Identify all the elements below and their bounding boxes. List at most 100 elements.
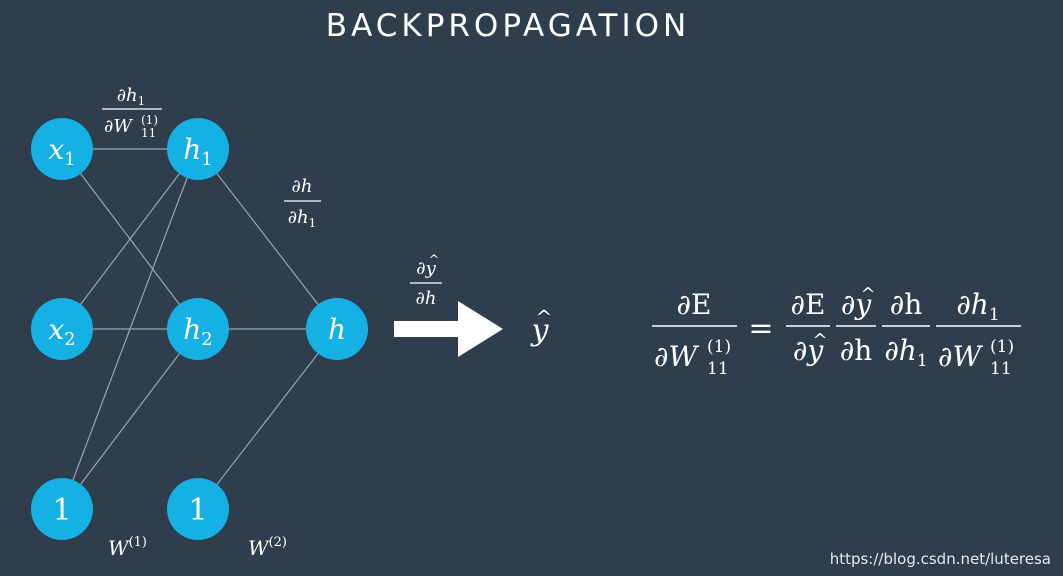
node-h2-base: h	[183, 313, 201, 346]
eq-t4-num-partial: ∂	[956, 288, 970, 321]
deriv1-num-var: h	[126, 85, 138, 106]
eq-t1-num: ∂E	[791, 288, 826, 321]
layer-label-w2-base: W	[248, 536, 270, 560]
svg-text:x2: x2	[48, 313, 75, 350]
svg-text:∂y: ∂y	[841, 288, 872, 321]
eq-lhs-den-sup: (1)	[707, 337, 731, 357]
eq-t2-den: ∂h	[840, 334, 873, 367]
deriv3-num-partial: ∂	[416, 258, 425, 279]
eq-t3-den-var: h	[899, 334, 917, 367]
eq-t4-den-sub: 11	[990, 359, 1012, 379]
edge-derivative-h1-h: ∂h ∂h1	[284, 176, 321, 230]
eq-t1-den-hat: ^	[812, 330, 827, 351]
edge-bias1-h1	[61, 148, 199, 510]
deriv1-num-partial: ∂	[117, 85, 126, 106]
node-x2-sub: 2	[64, 329, 75, 350]
edge-derivative-h-y: ∂y ^ ∂h	[410, 253, 442, 309]
node-h: h	[306, 298, 368, 360]
eq-t1-den-partial: ∂	[793, 334, 807, 367]
eq-lhs-den-partial: ∂	[654, 340, 668, 373]
eq-t2-num-var: y	[853, 288, 872, 321]
deriv1-den-sub: 11	[141, 126, 156, 140]
node-bias2-label: 1	[188, 493, 207, 528]
layer-label-w1: W(1)	[108, 535, 147, 560]
eq-t2-num-partial: ∂	[841, 288, 855, 321]
deriv3-num-var: y	[425, 258, 437, 279]
deriv3-den-partial: ∂	[416, 288, 425, 309]
deriv2-num-var: h	[301, 176, 313, 197]
output-y-hat: y ^	[530, 305, 553, 348]
edge-bias2-h	[197, 328, 338, 510]
equation-lhs: ∂E ∂W (1) 11	[652, 288, 737, 379]
edge-x2-h1	[61, 148, 199, 330]
deriv1-den-sup: (1)	[141, 113, 158, 127]
node-h1-base: h	[183, 133, 201, 166]
eq-t4-den-var: W	[952, 340, 983, 373]
chain-rule-equation: ∂E ∂W (1) 11 = ∂E ∂y ^ ∂y ^ ∂h ∂h ∂h1	[652, 284, 1021, 379]
node-h-label: h	[328, 313, 346, 346]
eq-lhs-num: ∂E	[677, 288, 712, 321]
node-bias1: 1	[31, 478, 93, 540]
deriv1-den-partial: ∂	[104, 116, 113, 137]
node-h2: h2	[167, 298, 229, 360]
svg-text:h2: h2	[183, 313, 213, 350]
deriv2-den-sub: 1	[309, 216, 317, 230]
node-x1-sub: 1	[64, 149, 75, 170]
svg-text:∂h: ∂h	[416, 288, 437, 309]
eq-t3-den-partial: ∂	[884, 334, 898, 367]
node-bias2: 1	[167, 478, 229, 540]
node-h2-sub: 2	[201, 329, 212, 350]
svg-text:∂W: ∂W	[104, 116, 133, 137]
eq-t2-num-hat: ^	[860, 284, 875, 305]
svg-text:∂h: ∂h	[292, 176, 313, 197]
node-x2: x2	[31, 298, 93, 360]
eq-t3-num: ∂h	[890, 288, 923, 321]
deriv3-den-var: h	[425, 288, 437, 309]
page-title: BACKPROPAGATION	[325, 8, 691, 44]
output-hat: ^	[536, 305, 553, 329]
node-x1-base: x	[48, 133, 64, 166]
eq-equals: =	[748, 311, 773, 346]
watermark: https://blog.csdn.net/luteresa	[829, 550, 1051, 568]
eq-lhs-den-sub: 11	[707, 359, 729, 379]
deriv3-num-hat: ^	[429, 253, 440, 268]
eq-t4-den-partial: ∂	[938, 340, 952, 373]
eq-lhs-den-var: W	[668, 340, 699, 373]
svg-text:∂h1: ∂h1	[956, 288, 999, 325]
eq-t4-num-var: h	[971, 288, 989, 321]
edge-h1-h	[197, 148, 338, 330]
svg-text:h1: h1	[183, 133, 213, 170]
deriv1-num-sub: 1	[138, 94, 146, 108]
svg-text:∂h1: ∂h1	[288, 207, 317, 230]
deriv2-num-partial: ∂	[292, 176, 301, 197]
layer-label-w2-sup: (2)	[269, 535, 287, 550]
arrow-right-icon	[394, 301, 503, 357]
deriv2-den-partial: ∂	[288, 207, 297, 228]
edge-bias1-h2	[61, 328, 199, 510]
layer-label-w1-sup: (1)	[129, 535, 147, 550]
edge-derivative-x1-h1: ∂h1 ∂W (1) 11	[102, 85, 162, 140]
eq-t4-num-sub: 1	[989, 305, 1000, 325]
equation-term-3: ∂h ∂h1	[882, 288, 930, 371]
svg-text:∂W: ∂W	[938, 340, 983, 373]
node-x1: x1	[31, 118, 93, 180]
svg-text:∂h1: ∂h1	[884, 334, 927, 371]
equation-term-2: ∂y ^ ∂h	[836, 284, 876, 367]
node-h1-sub: 1	[201, 149, 212, 170]
output-y: y	[530, 313, 550, 348]
node-x2-base: x	[48, 313, 64, 346]
svg-text:x1: x1	[48, 133, 75, 170]
deriv2-den-var: h	[297, 207, 309, 228]
equation-term-4: ∂h1 ∂W (1) 11	[936, 288, 1021, 379]
eq-t4-den-sup: (1)	[990, 337, 1014, 357]
svg-text:∂y: ∂y	[793, 334, 824, 367]
svg-text:∂y: ∂y	[416, 258, 436, 279]
node-bias1-label: 1	[52, 493, 71, 528]
svg-text:∂W: ∂W	[654, 340, 699, 373]
equation-term-1: ∂E ∂y ^	[786, 288, 830, 367]
eq-t1-den-var: y	[805, 334, 824, 367]
layer-label-w1-base: W	[108, 536, 130, 560]
svg-text:∂h1: ∂h1	[117, 85, 146, 108]
eq-t3-den-sub: 1	[917, 351, 928, 371]
